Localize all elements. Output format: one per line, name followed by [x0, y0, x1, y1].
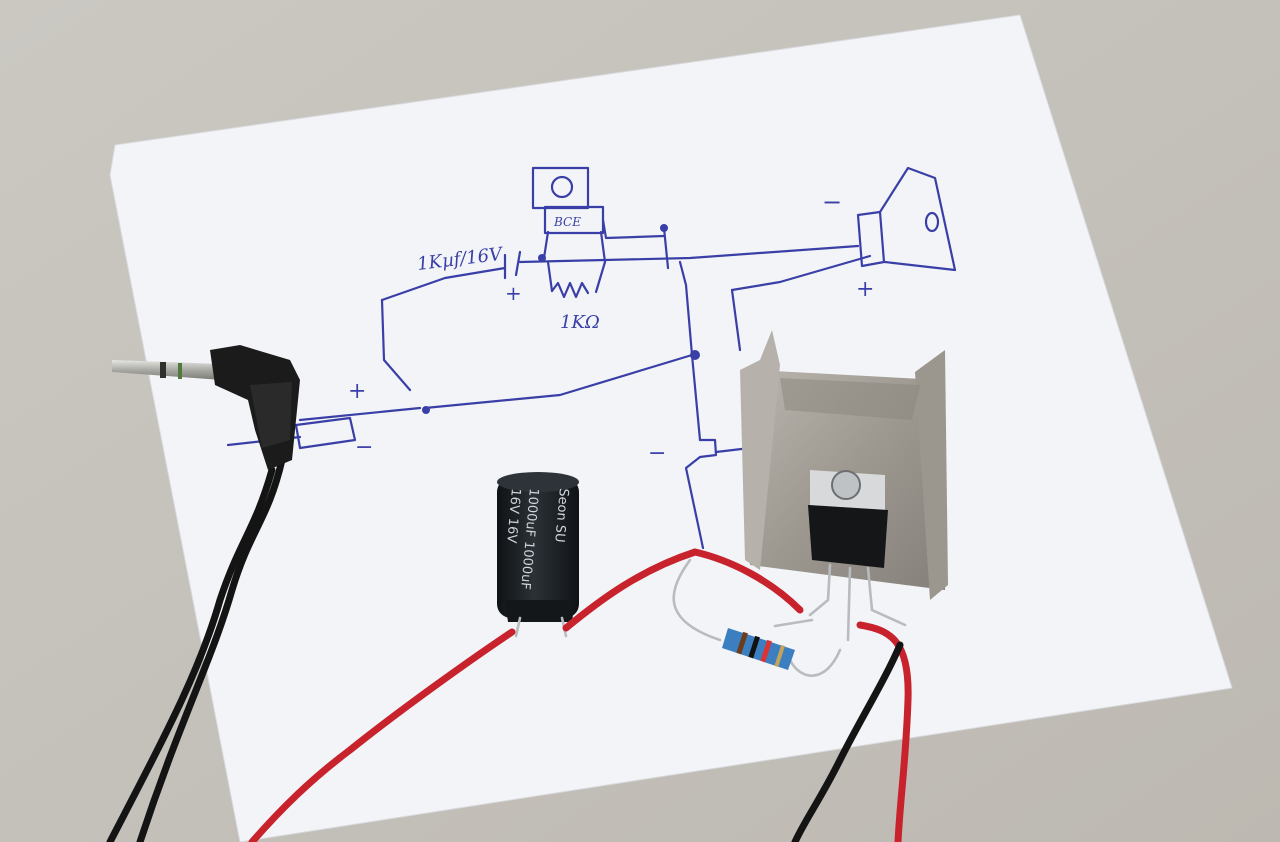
voltage-regulator	[808, 470, 907, 642]
audio-jack-plug	[112, 345, 300, 470]
audio-cable	[136, 456, 286, 842]
resistor	[722, 628, 795, 670]
black-wire-output	[791, 641, 904, 842]
red-wire-output	[856, 621, 912, 842]
schematic-jack-symbol	[294, 416, 357, 450]
jack-minus-sign: −	[355, 435, 373, 460]
paper-sheet	[109, 14, 1233, 842]
red-wire-link	[562, 548, 804, 632]
regulator-pin-label: BCE	[553, 215, 581, 229]
speaker-minus-sign: −	[822, 188, 842, 216]
schematic-drawing: 1Kµf/16V 1KΩ BCE + + − − + −	[226, 166, 957, 550]
capacitor-print-line3: 16V 16V	[503, 488, 523, 544]
jack-plus-sign: +	[348, 379, 366, 404]
electrolytic-capacitor: Seon SU 1000uF 1000uF 16V 16V	[497, 472, 579, 638]
capacitor-print-line1: Seon SU	[551, 488, 571, 543]
ground-minus-sign: −	[648, 441, 666, 466]
resistor-leads	[672, 558, 722, 642]
speaker-plus-sign: +	[856, 277, 874, 302]
red-wire-capacitor	[248, 628, 516, 842]
capacitor-plus-sign: +	[505, 281, 522, 305]
resistor-label: 1KΩ	[560, 312, 600, 333]
schematic-resistor-symbol	[550, 281, 590, 299]
